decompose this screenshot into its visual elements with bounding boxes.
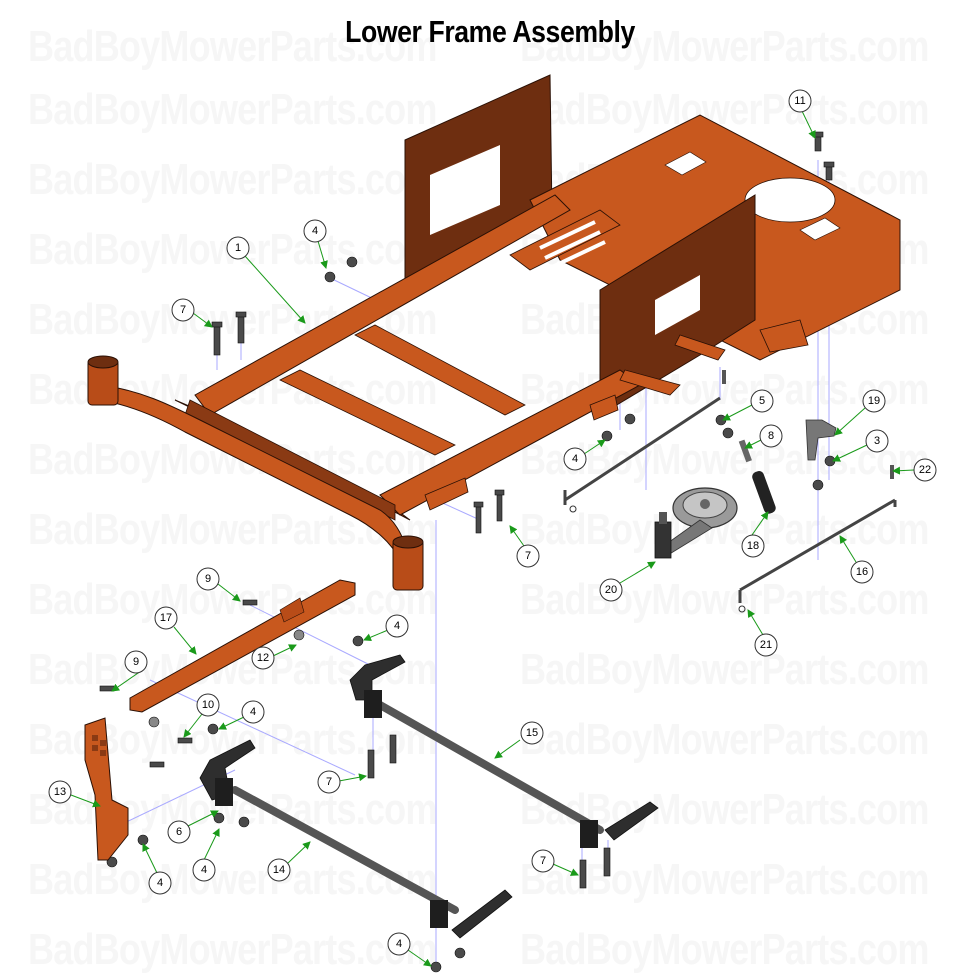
svg-text:16: 16 (856, 566, 868, 578)
svg-text:4: 4 (394, 620, 400, 632)
callout-13[interactable]: 13 (48, 780, 72, 804)
callout-1[interactable]: 1 (226, 236, 250, 260)
callout-22[interactable]: 22 (913, 458, 937, 482)
callout-5[interactable]: 5 (750, 389, 774, 413)
svg-text:21: 21 (760, 639, 772, 651)
svg-text:9: 9 (205, 573, 211, 585)
svg-text:12: 12 (257, 652, 269, 664)
svg-text:11: 11 (794, 95, 805, 107)
link-arm (129, 579, 356, 713)
svg-text:3: 3 (874, 435, 880, 447)
svg-text:7: 7 (525, 550, 531, 562)
fasteners (99, 131, 836, 973)
callout-6[interactable]: 6 (167, 820, 191, 844)
svg-text:8: 8 (768, 430, 774, 442)
callouts: 1 4 7 11 5 8 19 3 22 4 18 7 16 20 21 9 1… (48, 89, 937, 956)
callout-11[interactable]: 11 (788, 89, 812, 113)
svg-text:19: 19 (868, 395, 880, 407)
svg-text:4: 4 (312, 225, 318, 237)
svg-text:15: 15 (526, 727, 538, 739)
callout-15[interactable]: 15 (520, 721, 544, 745)
svg-text:14: 14 (273, 864, 285, 876)
svg-text:7: 7 (180, 304, 186, 316)
leader-lines (70, 110, 915, 967)
callout-9[interactable]: 9 (124, 650, 148, 674)
svg-text:1: 1 (235, 242, 241, 254)
axle-assemblies (199, 654, 659, 939)
callout-14[interactable]: 14 (267, 858, 291, 882)
svg-text:5: 5 (759, 395, 765, 407)
callout-20[interactable]: 20 (599, 578, 623, 602)
svg-text:13: 13 (54, 786, 66, 798)
callout-7[interactable]: 7 (531, 849, 555, 873)
callout-3[interactable]: 3 (865, 429, 889, 453)
callout-4[interactable]: 4 (241, 700, 265, 724)
callout-4[interactable]: 4 (148, 871, 172, 895)
svg-text:4: 4 (572, 453, 578, 465)
svg-text:6: 6 (176, 826, 182, 838)
callout-16[interactable]: 16 (850, 560, 874, 584)
svg-text:4: 4 (396, 938, 402, 950)
diagram-title: Lower Frame Assembly (345, 14, 635, 49)
svg-text:4: 4 (250, 706, 256, 718)
callout-4[interactable]: 4 (387, 932, 411, 956)
callout-10[interactable]: 10 (196, 693, 220, 717)
callout-7[interactable]: 7 (516, 544, 540, 568)
callout-7[interactable]: 7 (317, 770, 341, 794)
callout-19[interactable]: 19 (862, 389, 886, 413)
svg-text:4: 4 (157, 877, 163, 889)
idler-components (563, 370, 897, 613)
svg-text:7: 7 (540, 855, 546, 867)
callout-7[interactable]: 7 (171, 298, 195, 322)
svg-text:9: 9 (133, 656, 139, 668)
callout-4[interactable]: 4 (563, 447, 587, 471)
svg-text:22: 22 (919, 464, 931, 476)
callout-4[interactable]: 4 (192, 858, 216, 882)
svg-text:4: 4 (201, 864, 207, 876)
callout-4[interactable]: 4 (303, 219, 327, 243)
callout-18[interactable]: 18 (741, 534, 765, 558)
svg-text:17: 17 (160, 612, 172, 624)
svg-text:20: 20 (605, 584, 617, 596)
callout-8[interactable]: 8 (759, 424, 783, 448)
callout-9[interactable]: 9 (196, 567, 220, 591)
callout-21[interactable]: 21 (754, 633, 778, 657)
callout-4[interactable]: 4 (385, 614, 409, 638)
pedal-bracket (84, 717, 129, 861)
svg-text:7: 7 (326, 776, 332, 788)
svg-text:10: 10 (202, 699, 214, 711)
main-frame[interactable] (87, 74, 901, 591)
svg-text:18: 18 (747, 540, 759, 552)
callout-17[interactable]: 17 (154, 606, 178, 630)
callout-12[interactable]: 12 (251, 646, 275, 670)
